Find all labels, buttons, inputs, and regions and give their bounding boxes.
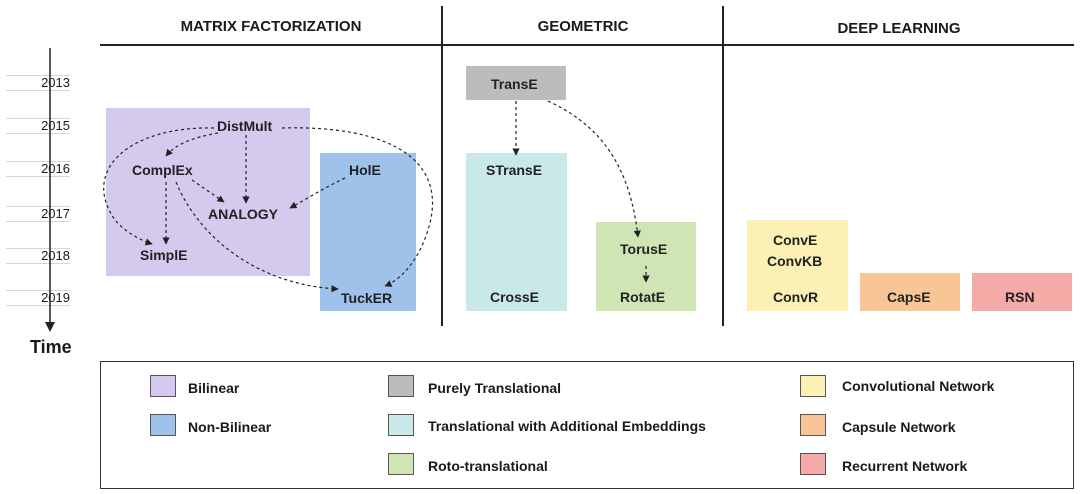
region-purely-translational — [466, 66, 566, 100]
legend-label-translational-additional: Translational with Additional Embeddings — [428, 418, 706, 434]
model-crosse: CrossE — [490, 289, 540, 305]
year-2019: 2019 — [6, 290, 70, 306]
region-bilinear — [106, 108, 310, 276]
legend-swatch-non-bilinear — [150, 414, 176, 436]
legend-swatch-convolutional — [800, 375, 826, 397]
region-recurrent — [972, 273, 1072, 311]
year-2017: 2017 — [6, 206, 70, 222]
legend-swatch-roto-translational — [388, 453, 414, 475]
model-conve: ConvE — [773, 232, 818, 248]
region-translational-additional — [466, 153, 567, 311]
legend-label-convolutional: Convolutional Network — [842, 378, 995, 394]
legend-label-capsule: Capsule Network — [842, 419, 956, 435]
model-rotate: RotatE — [620, 289, 666, 305]
year-2018: 2018 — [6, 248, 70, 264]
model-toruse: TorusE — [620, 241, 668, 257]
model-simple: SimplE — [140, 247, 188, 263]
arrow-distmult-complex — [165, 132, 219, 157]
legend-swatch-recurrent — [800, 453, 826, 475]
model-tucker: TuckER — [341, 290, 393, 306]
divider-left — [441, 6, 443, 326]
model-distmult: DistMult — [217, 118, 273, 134]
legend-label-recurrent: Recurrent Network — [842, 458, 968, 474]
model-transe: TransE — [491, 76, 538, 92]
header-rule — [100, 44, 1074, 46]
model-convkb: ConvKB — [767, 253, 823, 269]
legend-swatch-purely-translational — [388, 375, 414, 397]
header-matrix-factorization: MATRIX FACTORIZATION — [180, 18, 362, 35]
divider-right — [722, 6, 724, 326]
arrow-transe-toruse — [547, 100, 641, 238]
arrow-complex-analogy — [191, 179, 225, 203]
region-non-bilinear — [320, 153, 416, 311]
model-analogy: ANALOGY — [208, 206, 278, 222]
year-2013: 2013 — [6, 75, 70, 91]
model-capse: CapsE — [887, 289, 931, 305]
arrow-distmult-simple — [103, 127, 215, 246]
legend-swatch-bilinear — [150, 375, 176, 397]
legend — [100, 361, 1074, 489]
model-rsn: RSN — [1005, 289, 1035, 305]
legend-label-non-bilinear: Non-Bilinear — [188, 419, 272, 435]
model-complex: ComplEx — [132, 162, 193, 178]
legend-label-bilinear: Bilinear — [188, 380, 240, 396]
model-convr: ConvR — [773, 289, 819, 305]
time-axis-arrowhead — [45, 322, 55, 332]
legend-swatch-translational-additional — [388, 414, 414, 436]
year-2015: 2015 — [6, 118, 70, 134]
model-stranse: STransE — [486, 162, 543, 178]
year-2016: 2016 — [6, 161, 70, 177]
arrow-distmult-tucker — [281, 127, 434, 287]
header-deep-learning: DEEP LEARNING — [837, 20, 961, 37]
model-hole: HolE — [349, 162, 381, 178]
time-axis-label: Time — [30, 337, 72, 357]
legend-label-roto-translational: Roto-translational — [428, 458, 548, 474]
header-geometric: GEOMETRIC — [537, 18, 629, 35]
legend-label-purely-translational: Purely Translational — [428, 380, 562, 396]
arrow-complex-tucker — [175, 181, 339, 293]
arrow-hole-analogy — [289, 177, 346, 209]
legend-swatch-capsule — [800, 414, 826, 436]
region-convolutional — [747, 220, 848, 311]
region-capsule — [860, 273, 960, 311]
